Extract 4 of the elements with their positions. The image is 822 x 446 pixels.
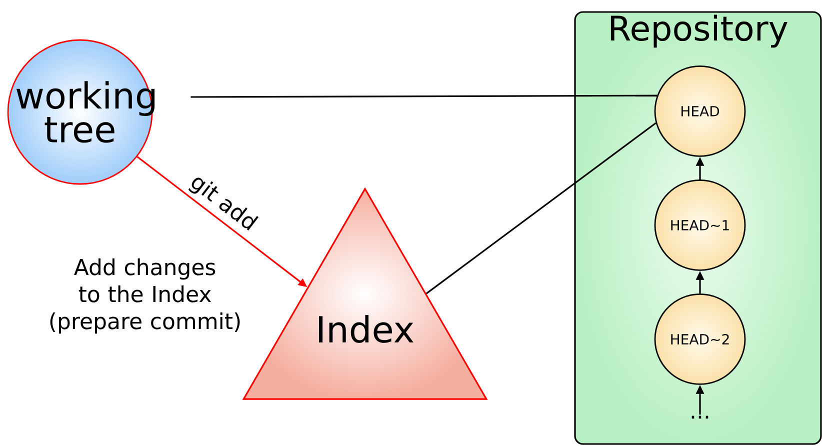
connector-line	[426, 122, 656, 294]
connector-line	[190, 94, 658, 98]
note-text: Add changes to the Index (prepare commit)	[50, 258, 240, 334]
ellipsis-text: ...	[692, 416, 708, 419]
